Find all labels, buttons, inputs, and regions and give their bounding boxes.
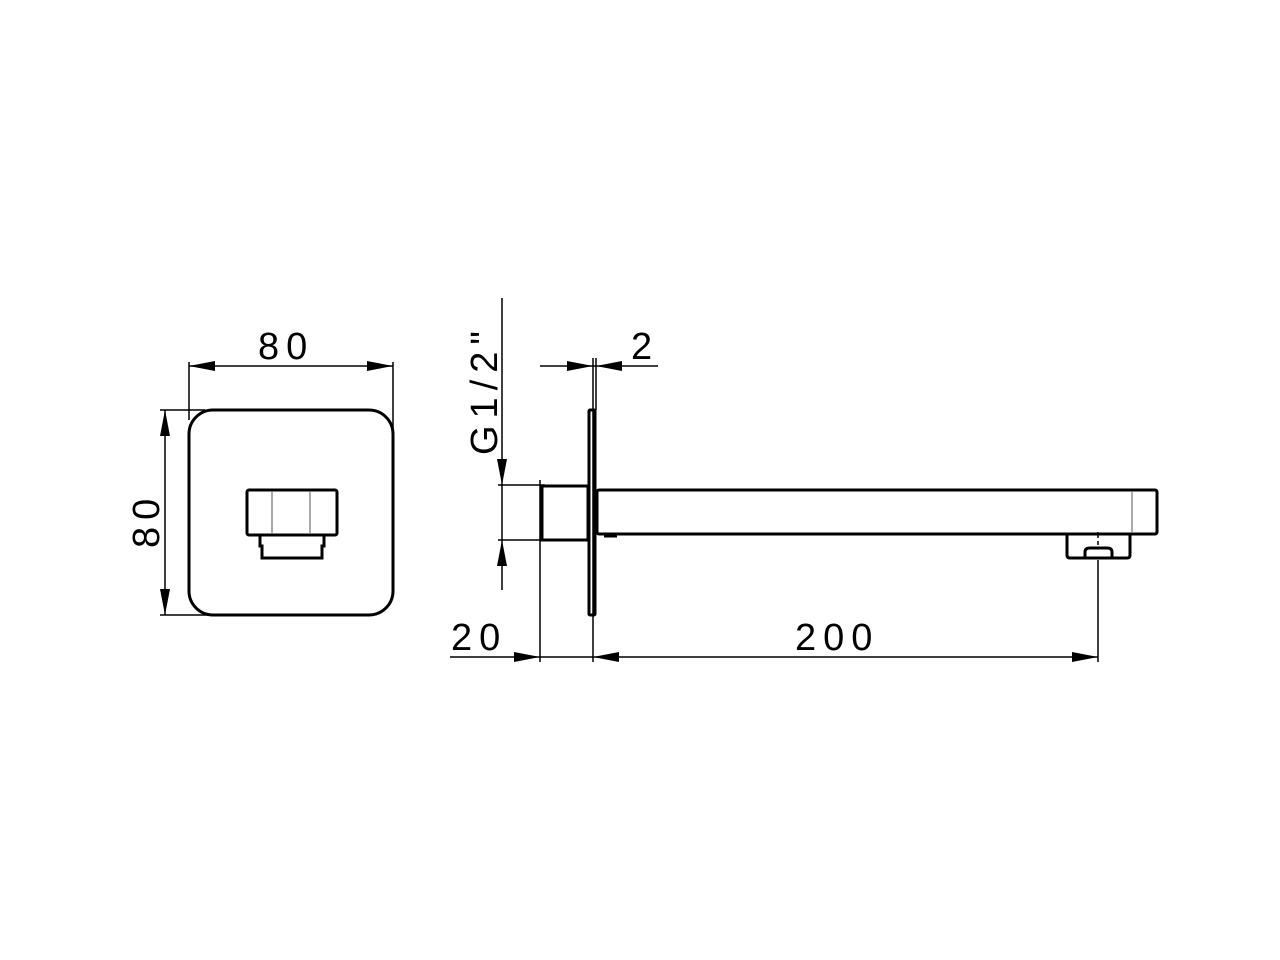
spout-outlet-front bbox=[245, 488, 339, 537]
aerator-side bbox=[1065, 535, 1132, 560]
wall-plate-side bbox=[587, 408, 597, 617]
width-dimension-label: 80 bbox=[258, 326, 314, 368]
aerator-front bbox=[258, 536, 326, 560]
side-view: G1/2" 2 20 200 bbox=[450, 298, 1159, 662]
connector-nut bbox=[540, 484, 590, 542]
spout-body bbox=[595, 488, 1159, 536]
front-view: 80 80 bbox=[126, 326, 395, 617]
thread-size-label: G1/2" bbox=[464, 324, 506, 455]
plate-thickness-label: 2 bbox=[631, 326, 659, 368]
spout-length-label: 200 bbox=[795, 617, 879, 659]
connector-depth-label: 20 bbox=[451, 617, 507, 659]
height-dimension-label: 80 bbox=[126, 492, 168, 548]
wall-plate-front bbox=[187, 408, 395, 617]
